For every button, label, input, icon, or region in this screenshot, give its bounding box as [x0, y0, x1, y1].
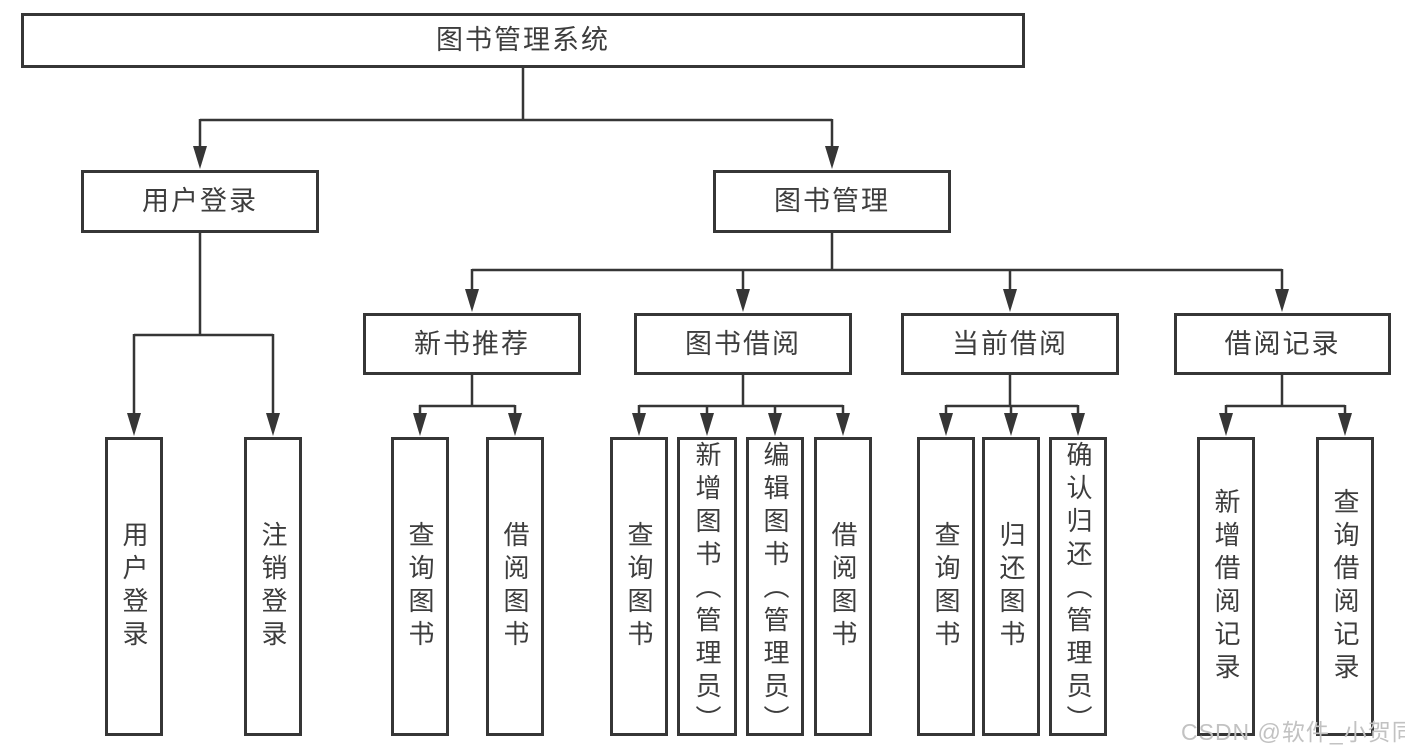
- node-label: 新增图书（管理员）: [692, 440, 722, 738]
- node-label: 图书借阅: [685, 328, 801, 359]
- node-label: 新增借阅记录: [1211, 487, 1241, 686]
- leaf-query-books-recommend: 查询图书: [391, 437, 449, 736]
- connector-root-to-level2: [198, 68, 834, 150]
- connector-borrowing-records-to-leaves: [1224, 375, 1347, 418]
- leaf-user-login: 用户登录: [105, 437, 163, 736]
- node-label: 图书管理系统: [436, 25, 610, 55]
- leaf-add-borrow-record: 新增借阅记录: [1197, 437, 1255, 736]
- node-label: 编辑图书（管理员）: [760, 440, 790, 738]
- node-label: 借阅图书: [828, 520, 858, 653]
- node-label: 用户登录: [142, 186, 258, 216]
- node-label: 查询借阅记录: [1330, 487, 1360, 686]
- connector-book-borrowing-to-leaves: [637, 375, 845, 418]
- connector-current-borrowing-to-leaves: [944, 375, 1080, 418]
- connector-book-management-to-level3: [470, 233, 1284, 293]
- leaf-return-book: 归还图书: [982, 437, 1040, 736]
- node-library-management-system: 图书管理系统: [21, 13, 1025, 68]
- leaf-borrow-books: 借阅图书: [814, 437, 872, 736]
- connector-user-login-to-leaves: [132, 233, 275, 418]
- node-label: 用户登录: [119, 520, 149, 653]
- leaf-query-books-borrowing: 查询图书: [610, 437, 668, 736]
- node-borrowing-records: 借阅记录: [1174, 313, 1391, 375]
- leaf-add-book-admin: 新增图书（管理员）: [677, 437, 737, 738]
- node-label: 当前借阅: [952, 328, 1068, 359]
- node-label: 查询图书: [405, 520, 435, 653]
- node-user-login: 用户登录: [81, 170, 319, 233]
- node-new-book-recommend: 新书推荐: [363, 313, 581, 375]
- node-label: 借阅记录: [1224, 328, 1341, 359]
- node-label: 查询图书: [931, 520, 961, 653]
- node-label: 注销登录: [258, 520, 288, 653]
- leaf-query-books-current: 查询图书: [917, 437, 975, 736]
- leaf-edit-book-admin: 编辑图书（管理员）: [746, 437, 804, 738]
- node-book-borrowing: 图书借阅: [634, 313, 852, 375]
- node-label: 查询图书: [624, 520, 654, 653]
- node-current-borrowing: 当前借阅: [901, 313, 1119, 375]
- leaf-query-borrow-record: 查询借阅记录: [1316, 437, 1374, 736]
- node-book-management: 图书管理: [713, 170, 951, 233]
- connector-new-book-recommend-to-leaves: [418, 375, 517, 418]
- node-label: 确认归还（管理员）: [1063, 440, 1093, 738]
- node-label: 新书推荐: [414, 328, 530, 359]
- node-label: 图书管理: [774, 186, 890, 216]
- node-label: 归还图书: [996, 520, 1026, 653]
- leaf-borrow-books-recommend: 借阅图书: [486, 437, 544, 736]
- leaf-confirm-return-admin: 确认归还（管理员）: [1049, 437, 1107, 738]
- node-label: 借阅图书: [500, 520, 530, 653]
- csdn-watermark: CSDN @软件_小贺同学: [1181, 719, 1405, 745]
- leaf-logout: 注销登录: [244, 437, 302, 736]
